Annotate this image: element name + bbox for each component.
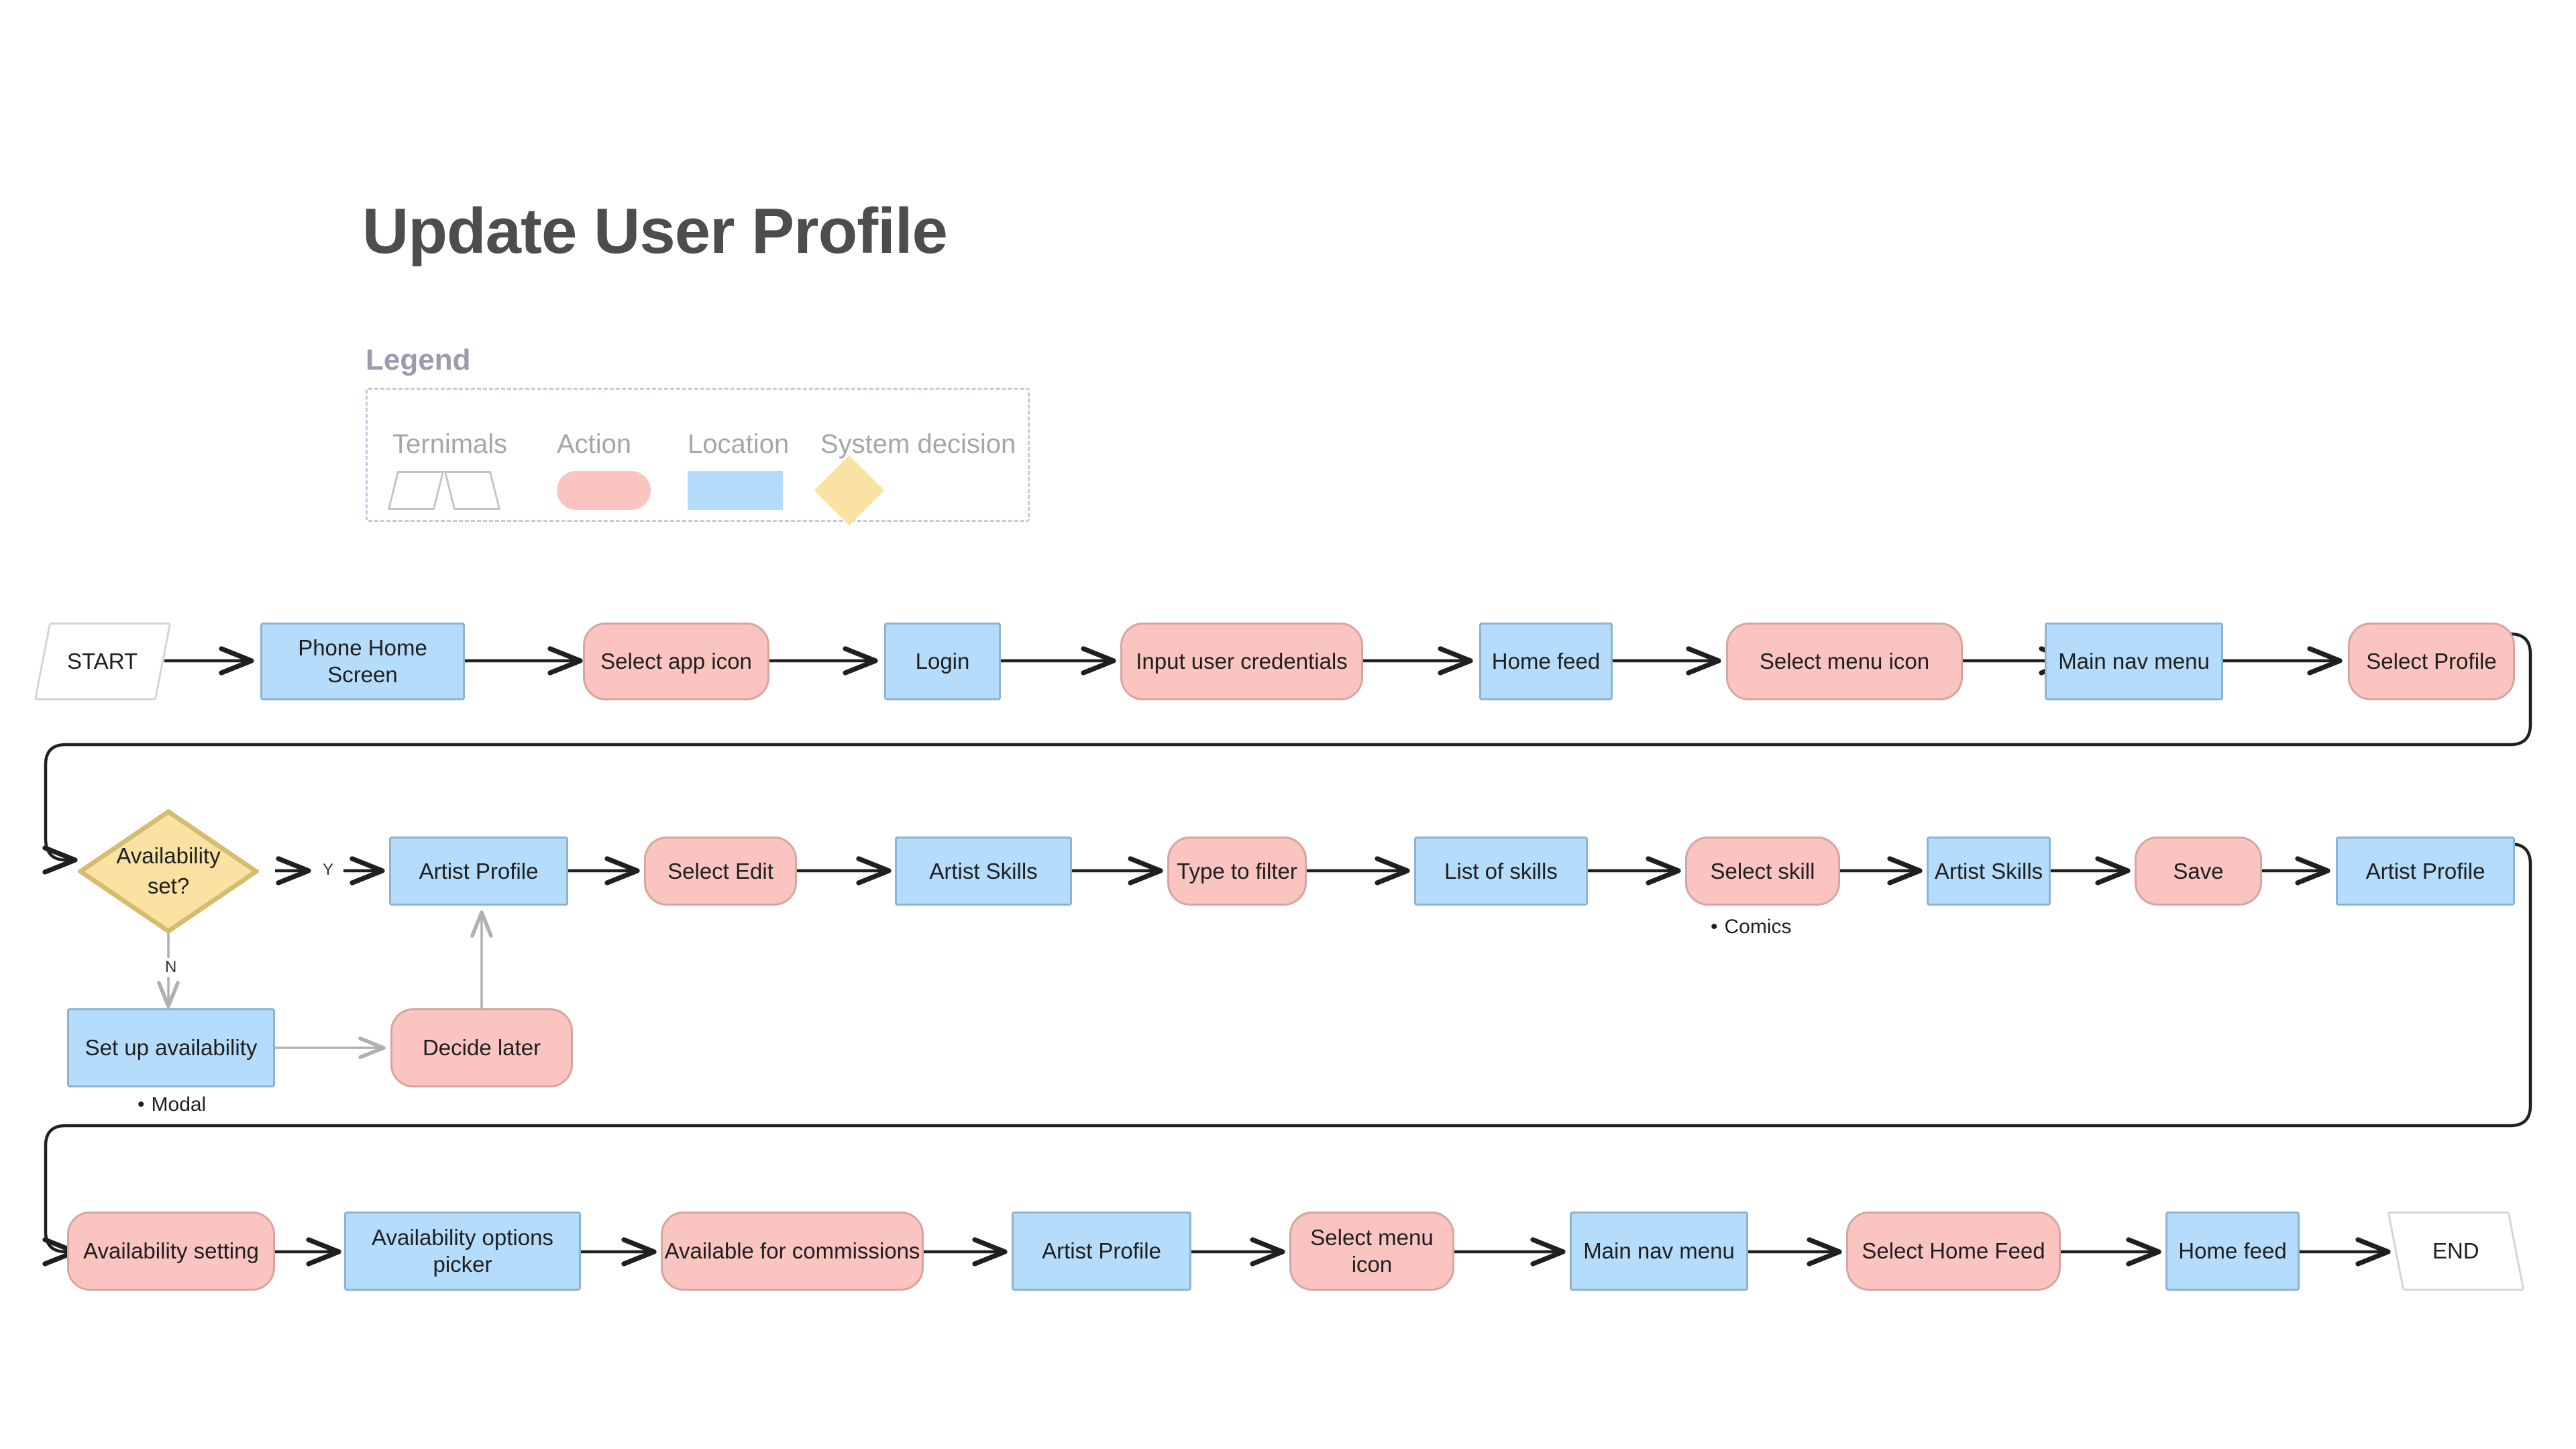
node-label: END: [2432, 1238, 2479, 1264]
node-availability-set-decision[interactable]: Availability set?: [78, 809, 259, 934]
legend-label-location: Location: [688, 429, 790, 459]
node-label: Available for commissions: [664, 1238, 920, 1264]
note-modal: • Modal: [138, 1093, 206, 1116]
node-main-nav-menu-2[interactable]: Main nav menu: [1570, 1212, 1748, 1291]
node-label: Select Home Feed: [1862, 1238, 2045, 1264]
node-label: Availability options picker: [372, 1225, 553, 1277]
node-label-line2: set?: [147, 873, 190, 898]
node-label: Main nav menu: [1583, 1238, 1735, 1264]
bullet-icon: •: [1711, 916, 1718, 938]
node-label: Phone Home Screen: [298, 635, 427, 687]
node-login[interactable]: Login: [884, 623, 1001, 700]
node-artist-profile-3[interactable]: Artist Profile: [1012, 1212, 1191, 1291]
node-label: Artist Profile: [2365, 858, 2485, 883]
node-artist-skills-1[interactable]: Artist Skills: [895, 837, 1072, 906]
note-comics: • Comics: [1711, 916, 1792, 938]
rect-icon: [688, 471, 783, 510]
legend-box: [366, 388, 1030, 522]
node-end[interactable]: END: [2387, 1212, 2525, 1291]
node-label: Login: [915, 649, 970, 674]
note-label: Modal: [151, 1093, 207, 1116]
node-input-user-credentials[interactable]: Input user credentials: [1120, 623, 1363, 700]
node-label: Availability set?: [116, 841, 220, 901]
node-type-to-filter[interactable]: Type to filter: [1167, 837, 1307, 906]
node-label: Set up availability: [85, 1035, 258, 1061]
legend-label-system-decision: System decision: [820, 429, 1016, 459]
node-label: Artist Skills: [1934, 858, 2043, 883]
node-home-feed-1[interactable]: Home feed: [1479, 623, 1613, 700]
edge-label-yes: Y: [317, 861, 339, 879]
node-set-up-availability[interactable]: Set up availability: [67, 1008, 275, 1087]
node-select-menu-icon-2[interactable]: Select menu icon: [1289, 1212, 1454, 1291]
node-select-home-feed[interactable]: Select Home Feed: [1846, 1212, 2061, 1291]
node-phone-home-screen[interactable]: Phone Home Screen: [260, 623, 465, 700]
node-label: Select Profile: [2366, 649, 2497, 674]
node-label: Artist Profile: [419, 858, 539, 883]
node-label: Home feed: [2178, 1238, 2287, 1264]
node-start[interactable]: START: [34, 623, 172, 700]
node-select-app-icon[interactable]: Select app icon: [583, 623, 769, 700]
node-availability-options-picker[interactable]: Availability options picker: [344, 1212, 581, 1291]
node-list-of-skills[interactable]: List of skills: [1414, 837, 1588, 906]
node-artist-profile-1[interactable]: Artist Profile: [389, 837, 568, 906]
node-home-feed-2[interactable]: Home feed: [2165, 1212, 2300, 1291]
node-availability-setting[interactable]: Availability setting: [67, 1212, 275, 1291]
node-decide-later[interactable]: Decide later: [390, 1008, 573, 1087]
node-select-edit[interactable]: Select Edit: [644, 837, 797, 906]
node-select-profile[interactable]: Select Profile: [2348, 623, 2515, 700]
note-label: Comics: [1724, 916, 1792, 938]
node-label: List of skills: [1444, 858, 1558, 883]
node-label: Select app icon: [600, 649, 752, 674]
node-label: Select menu icon: [1759, 649, 1930, 674]
node-select-skill[interactable]: Select skill: [1685, 837, 1840, 906]
node-label: START: [67, 649, 138, 674]
node-label: Home feed: [1491, 649, 1601, 674]
node-artist-skills-2[interactable]: Artist Skills: [1927, 837, 2051, 906]
legend-label-action: Action: [557, 429, 632, 459]
node-label: Main nav menu: [2058, 649, 2210, 674]
node-label: Select menu icon: [1310, 1225, 1434, 1277]
node-label: Select Edit: [667, 858, 773, 883]
node-label: Availability setting: [83, 1238, 259, 1264]
node-artist-profile-2[interactable]: Artist Profile: [2336, 837, 2515, 906]
node-label: Type to filter: [1177, 858, 1297, 883]
node-save[interactable]: Save: [2135, 837, 2262, 906]
diamond-icon: [814, 455, 885, 526]
node-label-line1: Availability: [116, 843, 221, 869]
node-main-nav-menu-1[interactable]: Main nav menu: [2045, 623, 2223, 700]
bullet-icon: •: [138, 1093, 145, 1116]
node-label: Artist Profile: [1042, 1238, 1161, 1264]
node-label: Input user credentials: [1136, 649, 1348, 674]
legend-title: Legend: [366, 343, 471, 376]
node-label: Save: [2173, 858, 2224, 883]
node-available-for-commissions[interactable]: Available for commissions: [661, 1212, 924, 1291]
edge-label-no: N: [160, 958, 182, 977]
node-label: Decide later: [422, 1035, 541, 1061]
rounded-rect-icon: [557, 471, 651, 510]
page-title: Update User Profile: [362, 195, 948, 267]
legend-label-terminals: Ternimals: [392, 429, 508, 459]
parallelogram-icon: [387, 471, 501, 510]
node-select-menu-icon-1[interactable]: Select menu icon: [1726, 623, 1963, 700]
node-label: Select skill: [1710, 858, 1815, 883]
node-label: Artist Skills: [929, 858, 1038, 883]
